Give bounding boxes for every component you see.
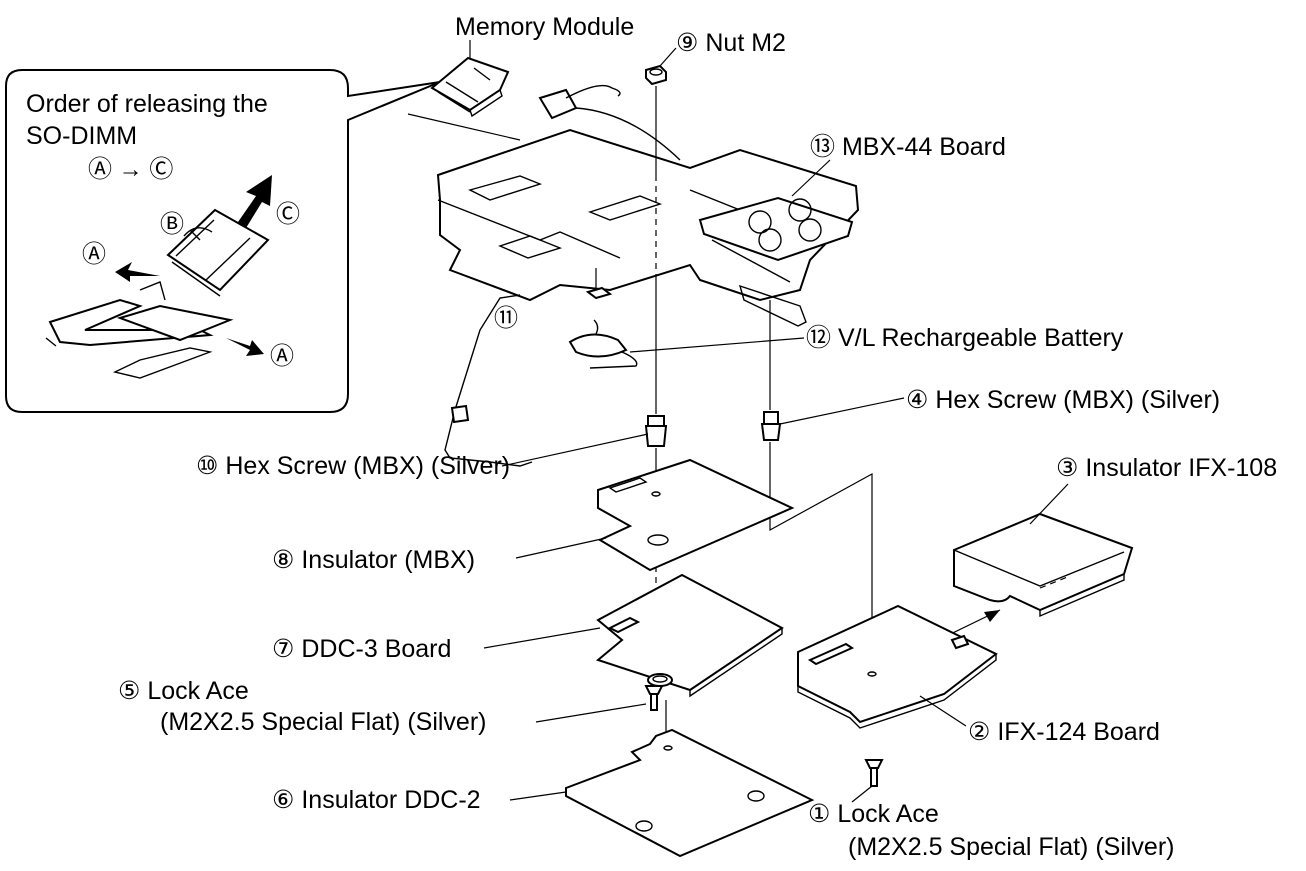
- leader-hex-screw-10: [501, 433, 649, 467]
- label-lock-ace-1-line2: (M2X2.5 Special Flat) (Silver): [848, 833, 1174, 861]
- inset-arrow-a-left: [115, 262, 160, 282]
- cable-11-connector: [450, 404, 470, 424]
- cable-11: [444, 294, 533, 467]
- inset-marker-b: Ⓑ: [160, 211, 184, 238]
- inset-marker-a-left: Ⓐ: [82, 241, 106, 268]
- inset-arrow-c: [238, 175, 272, 228]
- leader-lock-ace-5: [535, 703, 647, 723]
- label-insulator-ddc2: ⑥ Insulator DDC-2: [272, 786, 481, 814]
- inset-arrow-b: [183, 227, 213, 237]
- insulator-ifx108-part: [953, 512, 1134, 618]
- nut-m2-part: [645, 64, 667, 86]
- label-lock-ace-1-line1: ① Lock Ace: [808, 800, 939, 828]
- inset-title-line2: SO-DIMM: [26, 122, 137, 150]
- label-ddc3-board: ⑦ DDC-3 Board: [272, 635, 451, 663]
- leader-ifx124-board: [919, 695, 967, 727]
- leader-vl-battery: [629, 337, 805, 353]
- label-hex-screw-10: ⑩ Hex Screw (MBX) (Silver): [196, 452, 510, 480]
- hex-screw-10-part: [644, 415, 668, 447]
- mbx44-board-part: [436, 128, 860, 327]
- label-mbx44-board: ⑬ MBX-44 Board: [810, 133, 1006, 161]
- inset-marker-c: Ⓒ: [276, 201, 300, 228]
- cable-connector: [538, 84, 681, 161]
- label-insulator-ifx108: ③ Insulator IFX-108: [1056, 454, 1277, 482]
- leader-insulator-ifx108: [1029, 483, 1069, 525]
- install-path-memory-module: [407, 113, 521, 141]
- lock-ace-5-part: [644, 685, 664, 711]
- label-hex-screw-4: ④ Hex Screw (MBX) (Silver): [906, 386, 1220, 414]
- inset-title-line1: Order of releasing the: [26, 90, 268, 118]
- inset-socket-frame: [45, 281, 234, 379]
- insulator-ddc2-part: [565, 728, 815, 858]
- vl-battery-part: [568, 319, 638, 369]
- leader-hex-screw-4: [779, 397, 905, 425]
- label-ifx124-board: ② IFX-124 Board: [968, 718, 1160, 746]
- ifx124-board-part: [797, 604, 998, 729]
- leader-lock-ace-1: [851, 785, 873, 803]
- leader-insulator-mbx: [515, 537, 607, 559]
- inset-sodimm-module: [166, 208, 270, 297]
- inset-sequence: Ⓐ → Ⓒ: [88, 156, 173, 183]
- hex-screw-4-part: [760, 411, 782, 441]
- battery-pad: [585, 286, 613, 300]
- leader-ddc3-board: [483, 627, 601, 649]
- label-nut-m2: ⑨ Nut M2: [676, 29, 786, 57]
- leader-insulator-ddc2: [509, 791, 567, 801]
- lock-ace-1-part: [864, 759, 884, 787]
- label-connector-11: ⑪: [494, 305, 518, 332]
- label-insulator-mbx: ⑧ Insulator (MBX): [272, 546, 475, 574]
- label-vl-battery: ⑫ V/L Rechargeable Battery: [806, 324, 1124, 352]
- memory-module-part: [430, 56, 510, 118]
- label-lock-ace-5-line2: (M2X2.5 Special Flat) (Silver): [160, 708, 486, 736]
- insulator-mbx-part: [597, 458, 795, 572]
- so-dimm-inset: Order of releasing the SO-DIMM Ⓐ → Ⓒ Ⓒ Ⓑ…: [5, 69, 441, 413]
- leader-nut-m2: [659, 47, 677, 67]
- inset-marker-a-right: Ⓐ: [270, 343, 294, 370]
- ddc3-board-part: [595, 573, 784, 698]
- insertion-arrowhead: [984, 610, 1000, 622]
- inset-arrow-a-right: [226, 338, 264, 356]
- leader-mbx44-board: [791, 159, 831, 197]
- axis-hex4-lower: [769, 442, 873, 690]
- label-lock-ace-5-line1: ⑤ Lock Ace: [118, 677, 249, 705]
- label-memory-module: Memory Module: [455, 13, 634, 41]
